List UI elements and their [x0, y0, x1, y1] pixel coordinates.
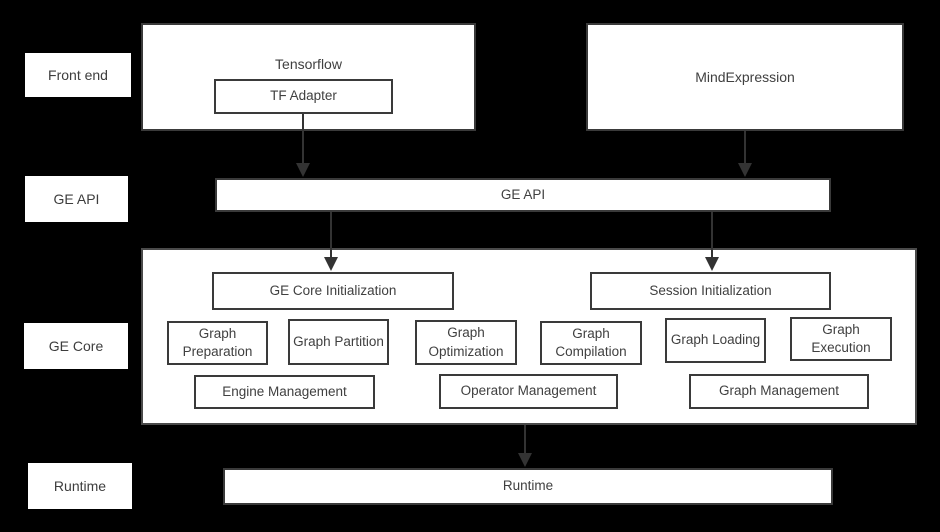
mindexpression-box: MindExpression: [586, 23, 904, 131]
engine-management-box: Engine Management: [194, 375, 375, 409]
mindexpression-label: MindExpression: [695, 68, 795, 85]
operator-management-box: Operator Management: [439, 374, 618, 409]
graph-preparation-box: Graph Preparation: [167, 321, 268, 365]
graph-compilation-box: Graph Compilation: [540, 321, 642, 365]
arrow-head-icon: [518, 453, 532, 467]
arrow-line: [302, 114, 304, 163]
layer-label-ge-api: GE API: [25, 176, 128, 222]
session-initialization-box: Session Initialization: [590, 272, 831, 310]
graph-management-box: Graph Management: [689, 374, 869, 409]
graph-execution-label: Graph Execution: [811, 321, 871, 355]
tf-adapter-label: TF Adapter: [270, 88, 337, 104]
layer-label-text: GE Core: [48, 338, 104, 354]
arrow-line: [744, 131, 746, 163]
graph-optimization-box: Graph Optimization: [415, 320, 517, 365]
layer-label-front-end: Front end: [25, 53, 131, 97]
arrow-head-icon: [296, 163, 310, 177]
engine-management-label: Engine Management: [222, 383, 347, 399]
graph-management-label: Graph Management: [718, 383, 840, 399]
arrow-head-icon: [324, 257, 338, 271]
graph-loading-box: Graph Loading: [665, 318, 766, 363]
arrow-line: [524, 425, 526, 453]
layer-label-ge-core: GE Core: [24, 323, 128, 369]
arrow-line: [711, 212, 713, 257]
layer-label-runtime: Runtime: [28, 463, 132, 509]
runtime-bar: Runtime: [223, 468, 833, 505]
arrow-head-icon: [738, 163, 752, 177]
graph-partition-box: Graph Partition: [288, 319, 389, 365]
ge-api-label: GE API: [500, 186, 546, 202]
layer-label-text: Runtime: [53, 478, 107, 494]
session-initialization-label: Session Initialization: [649, 282, 772, 298]
graph-optimization-label: Graph Optimization: [428, 325, 504, 359]
graph-execution-box: Graph Execution: [790, 317, 892, 361]
operator-management-label: Operator Management: [460, 383, 597, 399]
layer-label-text: GE API: [53, 191, 100, 207]
graph-partition-label: Graph Partition: [293, 333, 384, 349]
tf-adapter-box: TF Adapter: [214, 79, 393, 114]
ge-core-box: GE Core Initialization Session Initializ…: [141, 248, 917, 425]
runtime-label: Runtime: [502, 478, 554, 494]
ge-api-bar: GE API: [215, 178, 831, 212]
tensorflow-box: Tensorflow TF Adapter: [141, 23, 476, 131]
layer-label-text: Front end: [48, 67, 108, 83]
ge-core-initialization-box: GE Core Initialization: [212, 272, 454, 310]
graph-compilation-label: Graph Compilation: [555, 325, 627, 359]
ge-core-initialization-label: GE Core Initialization: [269, 282, 397, 298]
graph-loading-label: Graph Loading: [670, 332, 761, 348]
graph-preparation-label: Graph Preparation: [182, 325, 253, 359]
arrow-line: [330, 212, 332, 257]
tensorflow-label: Tensorflow: [275, 56, 342, 72]
arrow-head-icon: [705, 257, 719, 271]
